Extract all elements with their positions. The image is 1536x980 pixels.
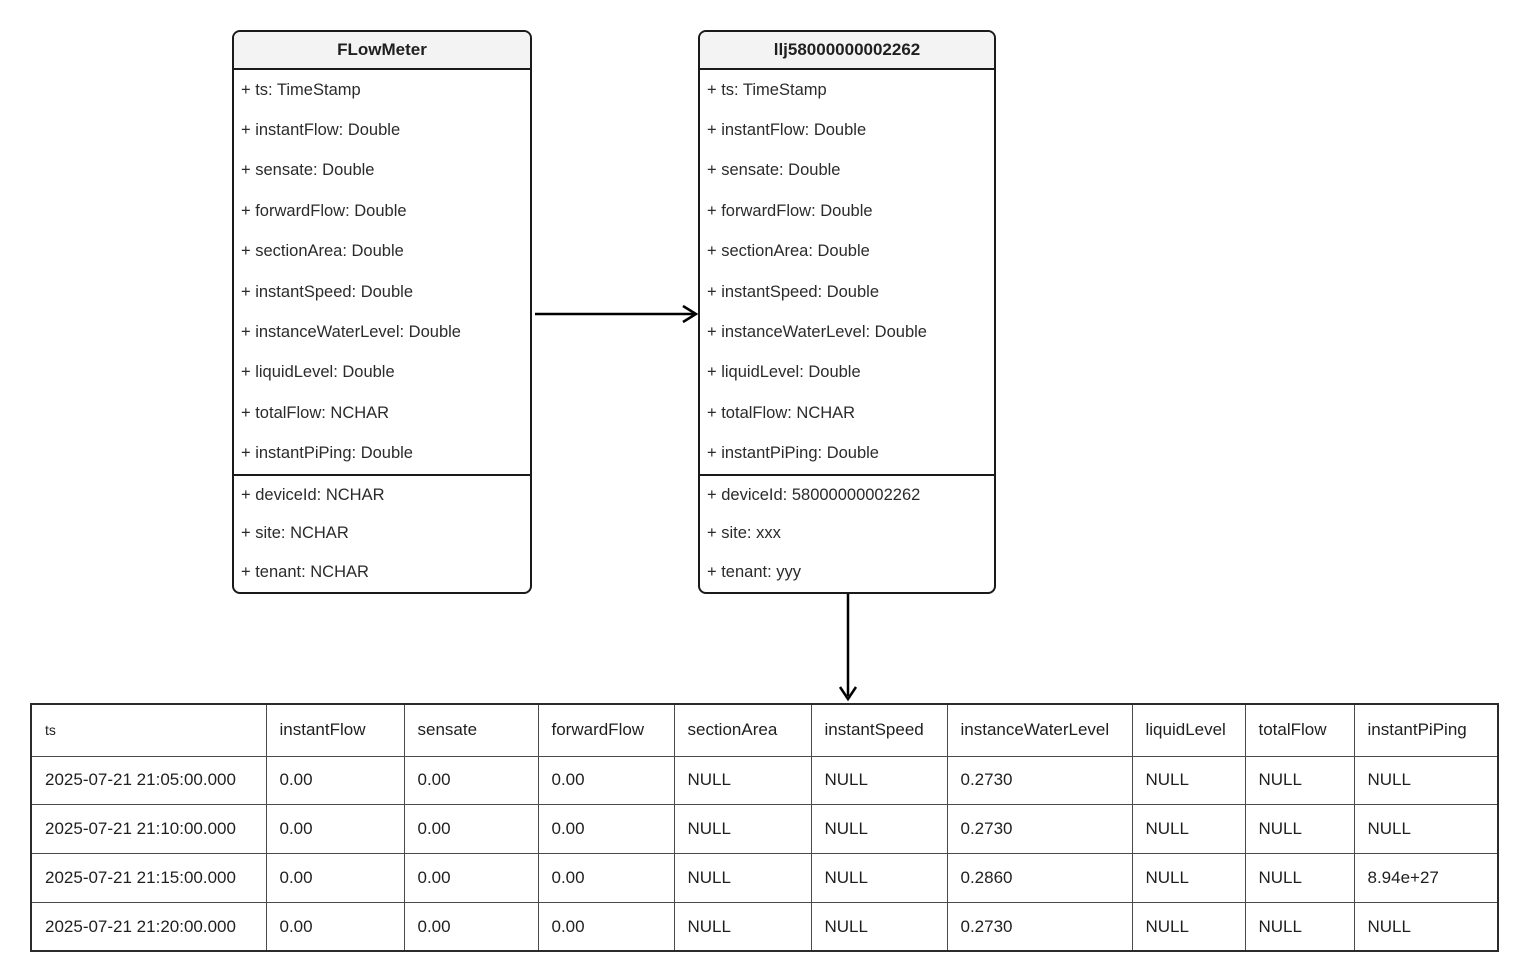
- cell-ts: 2025-07-21 21:20:00.000: [30, 901, 267, 952]
- attribute-row: + ts: TimeStamp: [241, 80, 361, 99]
- subtable-attributes: + ts: TimeStamp + instantFlow: Double + …: [700, 70, 994, 474]
- attribute-row: + liquidLevel: Double: [707, 363, 861, 382]
- cell-totalFlow: NULL: [1244, 853, 1355, 903]
- attribute-row: + forwardFlow: Double: [241, 201, 407, 220]
- cell-ts: 2025-07-21 21:10:00.000: [30, 804, 267, 855]
- column-header-totalFlow: totalFlow: [1244, 703, 1355, 757]
- attribute-row: + instantFlow: Double: [241, 121, 401, 140]
- cell-instantPiPing: NULL: [1353, 901, 1499, 952]
- cell-ts: 2025-07-21 21:05:00.000: [30, 755, 267, 806]
- cell-instantSpeed: NULL: [810, 901, 948, 952]
- column-header-sectionArea: sectionArea: [673, 703, 812, 757]
- cell-ts: 2025-07-21 21:15:00.000: [30, 853, 267, 903]
- cell-liquidLevel: NULL: [1131, 853, 1246, 903]
- attribute-row: + instantSpeed: Double: [707, 282, 880, 301]
- cell-sectionArea: NULL: [673, 804, 812, 855]
- subtable-to-data-arrow: [838, 594, 858, 702]
- attribute-row: + sensate: Double: [707, 161, 841, 180]
- cell-forwardFlow: 0.00: [537, 755, 675, 806]
- data-table: ts instantFlow sensate forwardFlow secti…: [30, 703, 1499, 953]
- column-header-sensate: sensate: [403, 703, 539, 757]
- cell-sensate: 0.00: [403, 901, 539, 952]
- attribute-row: + sectionArea: Double: [707, 242, 870, 261]
- supertable-box: FLowMeter + ts: TimeStamp + instantFlow:…: [232, 30, 532, 594]
- column-header-instantFlow: instantFlow: [265, 703, 405, 757]
- table-row: 2025-07-21 21:10:00.000 0.00 0.00 0.00 N…: [30, 804, 1499, 855]
- data-table-body: 2025-07-21 21:05:00.000 0.00 0.00 0.00 N…: [30, 755, 1499, 952]
- cell-instantFlow: 0.00: [265, 804, 405, 855]
- subtable-tags: + deviceId: 58000000002262 + site: xxx +…: [700, 473, 994, 592]
- cell-forwardFlow: 0.00: [537, 853, 675, 903]
- header-row: ts instantFlow sensate forwardFlow secti…: [30, 703, 1499, 757]
- subtable-box: llj58000000002262 + ts: TimeStamp + inst…: [698, 30, 996, 594]
- cell-instantFlow: 0.00: [265, 755, 405, 806]
- cell-instanceWaterLevel: 0.2730: [946, 755, 1133, 806]
- cell-instantSpeed: NULL: [810, 804, 948, 855]
- cell-forwardFlow: 0.00: [537, 901, 675, 952]
- tag-row: + deviceId: NCHAR: [241, 485, 385, 504]
- attribute-row: + instantPiPing: Double: [707, 444, 879, 463]
- table-row: 2025-07-21 21:05:00.000 0.00 0.00 0.00 N…: [30, 755, 1499, 806]
- cell-totalFlow: NULL: [1244, 804, 1355, 855]
- data-table-header: ts instantFlow sensate forwardFlow secti…: [30, 703, 1499, 757]
- tag-row: + site: xxx: [707, 524, 781, 543]
- attribute-row: + liquidLevel: Double: [241, 363, 395, 382]
- cell-liquidLevel: NULL: [1131, 755, 1246, 806]
- attribute-row: + forwardFlow: Double: [707, 201, 873, 220]
- cell-sectionArea: NULL: [673, 901, 812, 952]
- column-header-instantSpeed: instantSpeed: [810, 703, 948, 757]
- attribute-row: + ts: TimeStamp: [707, 80, 827, 99]
- cell-instantPiPing: NULL: [1353, 755, 1499, 806]
- attribute-row: + sensate: Double: [241, 161, 375, 180]
- cell-instantFlow: 0.00: [265, 853, 405, 903]
- supertable-attributes: + ts: TimeStamp + instantFlow: Double + …: [234, 70, 530, 474]
- tag-row: + deviceId: 58000000002262: [707, 485, 921, 504]
- cell-instanceWaterLevel: 0.2730: [946, 901, 1133, 952]
- cell-sensate: 0.00: [403, 853, 539, 903]
- cell-liquidLevel: NULL: [1131, 901, 1246, 952]
- supertable-title: FLowMeter: [234, 32, 530, 70]
- supertable-tags: + deviceId: NCHAR + site: NCHAR + tenant…: [234, 473, 530, 592]
- cell-sectionArea: NULL: [673, 755, 812, 806]
- cell-instantFlow: 0.00: [265, 901, 405, 952]
- attribute-row: + instantSpeed: Double: [241, 282, 414, 301]
- column-header-liquidLevel: liquidLevel: [1131, 703, 1246, 757]
- attribute-row: + totalFlow: NCHAR: [707, 403, 856, 422]
- cell-sectionArea: NULL: [673, 853, 812, 903]
- attribute-row: + instanceWaterLevel: Double: [241, 323, 461, 342]
- cell-sensate: 0.00: [403, 755, 539, 806]
- cell-totalFlow: NULL: [1244, 755, 1355, 806]
- tag-row: + site: NCHAR: [241, 524, 349, 543]
- cell-totalFlow: NULL: [1244, 901, 1355, 952]
- column-header-instanceWaterLevel: instanceWaterLevel: [946, 703, 1133, 757]
- subtable-title: llj58000000002262: [700, 32, 994, 70]
- cell-liquidLevel: NULL: [1131, 804, 1246, 855]
- cell-instanceWaterLevel: 0.2730: [946, 804, 1133, 855]
- attribute-row: + instanceWaterLevel: Double: [707, 323, 927, 342]
- table-row: 2025-07-21 21:15:00.000 0.00 0.00 0.00 N…: [30, 853, 1499, 903]
- attribute-row: + instantPiPing: Double: [241, 444, 413, 463]
- supertable-to-subtable-arrow: [535, 304, 699, 324]
- cell-instantSpeed: NULL: [810, 755, 948, 806]
- tag-row: + tenant: NCHAR: [241, 562, 369, 581]
- cell-forwardFlow: 0.00: [537, 804, 675, 855]
- cell-instantPiPing: 8.94e+27: [1353, 853, 1499, 903]
- cell-sensate: 0.00: [403, 804, 539, 855]
- cell-instanceWaterLevel: 0.2860: [946, 853, 1133, 903]
- attribute-row: + instantFlow: Double: [707, 121, 867, 140]
- column-header-ts: ts: [30, 703, 267, 757]
- cell-instantSpeed: NULL: [810, 853, 948, 903]
- tag-row: + tenant: yyy: [707, 562, 802, 581]
- cell-instantPiPing: NULL: [1353, 804, 1499, 855]
- column-header-instantPiPing: instantPiPing: [1353, 703, 1499, 757]
- attribute-row: + sectionArea: Double: [241, 242, 404, 261]
- table-row: 2025-07-21 21:20:00.000 0.00 0.00 0.00 N…: [30, 901, 1499, 952]
- column-header-forwardFlow: forwardFlow: [537, 703, 675, 757]
- attribute-row: + totalFlow: NCHAR: [241, 403, 390, 422]
